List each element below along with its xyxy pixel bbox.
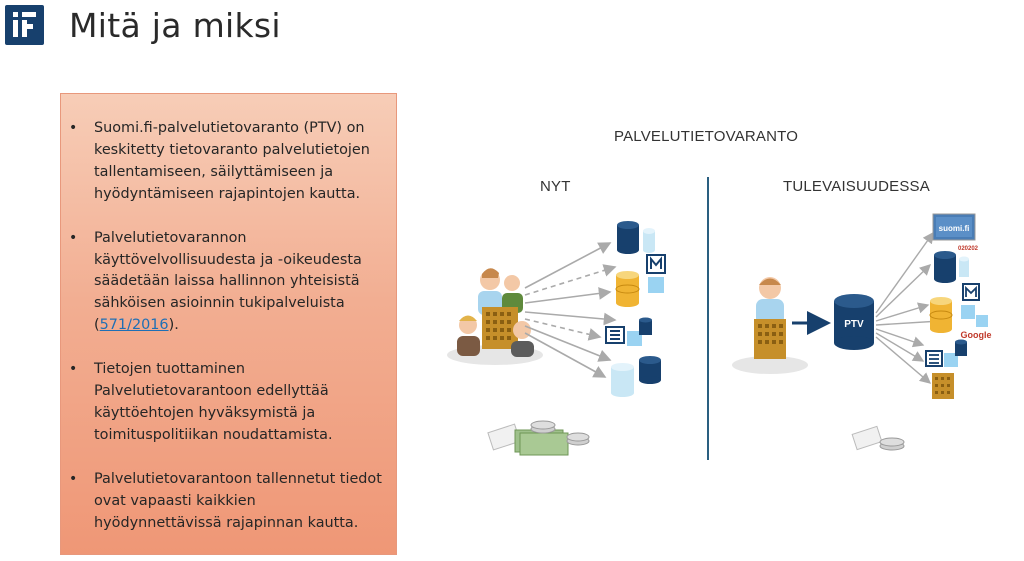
left-database-navy-icon <box>617 221 639 254</box>
bullet-text: Suomi.fi-palvelutietovaranto (PTV) on ke… <box>94 120 370 202</box>
bullet-item: Tietojen tuottaminen Palvelutietovaranto… <box>61 359 396 447</box>
suomi-fi-screen-icon: suomi.fi 020202 <box>932 213 979 252</box>
left-money-icon <box>487 420 590 456</box>
left-document-icon <box>646 254 666 293</box>
diagram-graphics: suomi.fi 020202 Google <box>447 177 992 460</box>
logo-mark-icon <box>13 12 36 37</box>
diagram-heading: PALVELUTIETOVARANTO <box>614 128 799 145</box>
bullet-item: Palvelutietovarantoon tallennetut tiedot… <box>61 469 396 535</box>
left-arrows <box>524 242 617 378</box>
right-building-icon <box>932 373 954 399</box>
bullet-text: Palvelutietovarannon käyttövelvollisuude… <box>94 229 362 334</box>
bullet-panel: Suomi.fi-palvelutietovaranto (PTV) on ke… <box>60 93 397 555</box>
right-arrows <box>875 231 942 384</box>
left-database-light-icon <box>643 228 655 253</box>
ptv-diagram: PALVELUTIETOVARANTO NYT TULEVAISUUDESSA <box>430 115 1020 465</box>
bullet-list: Suomi.fi-palvelutietovaranto (PTV) on ke… <box>61 118 396 557</box>
right-database-navy-icon <box>934 251 969 283</box>
svg-text:020202: 020202 <box>958 246 979 252</box>
nyt-label: NYT <box>540 178 571 195</box>
organisation-person-icon <box>732 277 808 374</box>
google-label: Google <box>961 330 992 340</box>
ptv-database-icon <box>834 294 874 350</box>
right-money-icon <box>851 425 905 451</box>
left-database-gold-icon <box>615 271 640 307</box>
tulevaisuudessa-label: TULEVAISUUDESSA <box>783 178 930 195</box>
svg-text:suomi.fi: suomi.fi <box>939 224 970 233</box>
suomi-fi-logo <box>5 5 44 45</box>
bullet-text: Palvelutietovarantoon tallennetut tiedot… <box>94 470 382 531</box>
bullet-item: Palvelutietovarannon käyttövelvollisuude… <box>61 228 396 338</box>
left-database-pair-icon <box>611 356 661 397</box>
slide-title: Mitä ja miksi <box>69 6 281 45</box>
law-reference-link[interactable]: 571/2016 <box>99 317 169 334</box>
bullet-item: Suomi.fi-palvelutietovaranto (PTV) on ke… <box>61 118 396 206</box>
left-list-icon <box>605 317 652 346</box>
bullet-text-end: ). <box>168 317 179 334</box>
right-database-gold-icon <box>929 297 953 333</box>
ptv-label: PTV <box>844 319 864 330</box>
bullet-text: Tietojen tuottaminen Palvelutietovaranto… <box>94 361 333 443</box>
people-group-icon <box>447 268 543 365</box>
right-document-icon <box>961 283 988 327</box>
right-list-icon <box>925 339 967 367</box>
